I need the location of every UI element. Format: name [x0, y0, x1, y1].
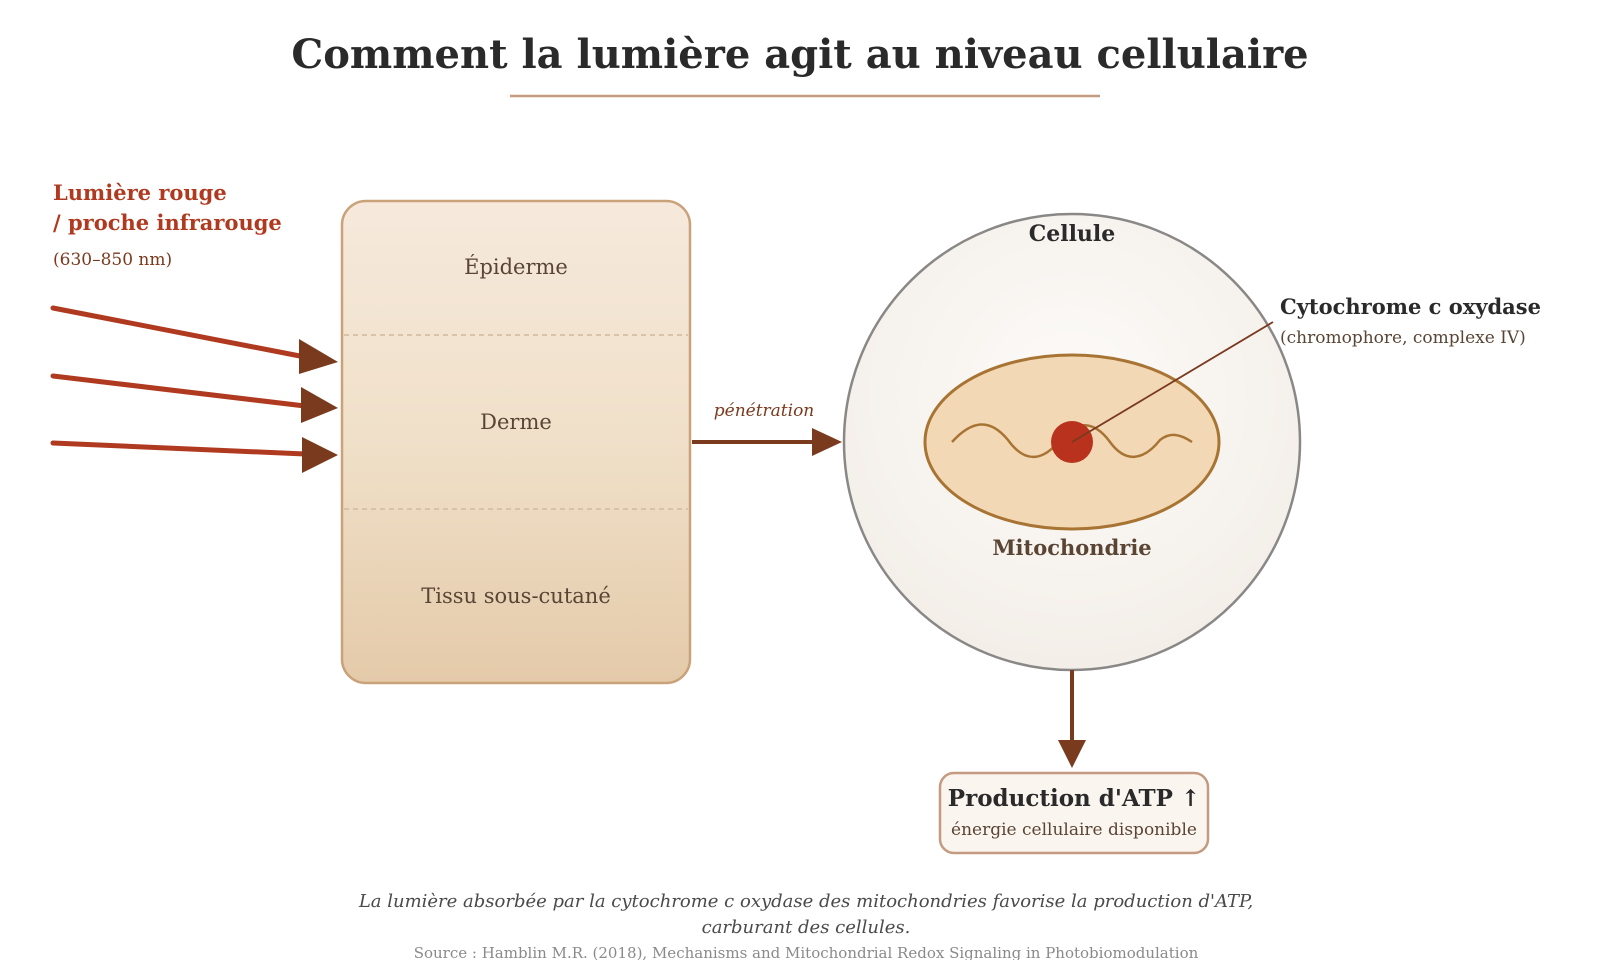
light-wavelength: (630–850 nm): [53, 250, 172, 270]
skin-layer-dermis: Derme: [480, 410, 552, 434]
atp-title: Production d'ATP ↑: [948, 785, 1200, 812]
penetration-arrowhead: [812, 428, 842, 456]
cell: Cellule Mitochondrie: [842, 212, 1302, 672]
skin-layer-epidermis: Épiderme: [464, 255, 568, 279]
enzyme-detail: (chromophore, complexe IV): [1280, 328, 1526, 348]
light-ray-2-arrowhead: [301, 387, 338, 423]
enzyme-callout-line: [1071, 321, 1274, 443]
light-ray-3-arrowhead: [302, 437, 338, 473]
skin-box: [340, 199, 692, 685]
page-title: Comment la lumière agit au niveau cellul…: [291, 31, 1308, 78]
cell-label: Cellule: [1029, 221, 1116, 247]
light-ray-1-arrowhead: [299, 339, 338, 374]
light-rays: [50, 305, 338, 473]
penetration-label: pénétration: [714, 401, 815, 421]
skin-layer-hypodermis: Tissu sous-cutané: [421, 584, 611, 608]
enzyme-name: Cytochrome c oxydase: [1280, 294, 1541, 319]
caption-line-2: carburant des cellules.: [702, 917, 911, 938]
atp-arrowhead: [1058, 740, 1086, 768]
atp-box-frame: [938, 771, 1210, 855]
atp-subtitle: énergie cellulaire disponible: [951, 820, 1197, 840]
mitochondria-label: Mitochondrie: [992, 535, 1151, 560]
light-ray-3: [50, 440, 308, 457]
light-ray-1: [50, 305, 308, 360]
light-label-line1: Lumière rouge: [53, 180, 227, 205]
source-citation: Source : Hamblin M.R. (2018), Mechanisms…: [414, 944, 1199, 960]
atp-box: Production d'ATP ↑ énergie cellulaire di…: [938, 771, 1210, 855]
skin-block: Épiderme Derme Tissu sous-cutané: [340, 199, 692, 685]
caption-line-1: La lumière absorbée par la cytochrome c …: [358, 891, 1253, 912]
light-ray-2: [50, 373, 308, 409]
light-label-line2: / proche infrarouge: [53, 210, 282, 235]
